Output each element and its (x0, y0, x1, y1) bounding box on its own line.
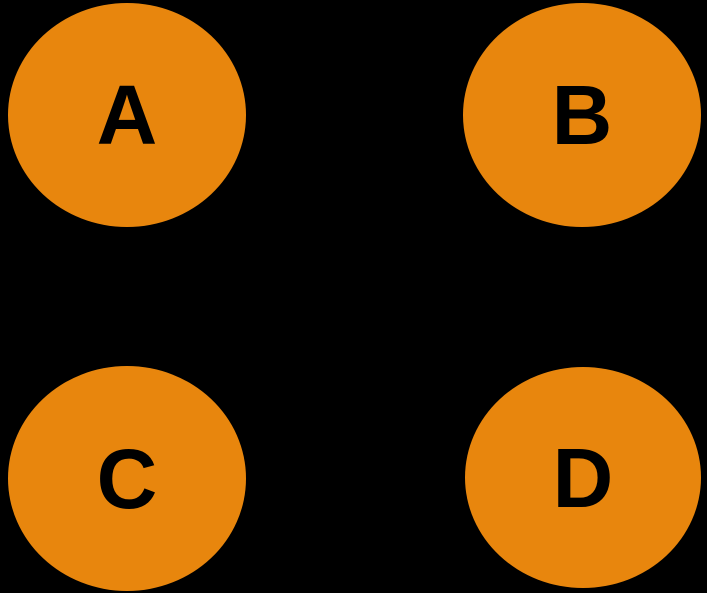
node-c[interactable]: C (8, 366, 246, 591)
node-d[interactable]: D (465, 367, 701, 588)
node-c-label: C (96, 431, 158, 526)
node-a-label: A (96, 68, 158, 162)
node-d-label: D (552, 430, 614, 525)
node-b[interactable]: B (463, 3, 701, 227)
node-a[interactable]: A (8, 3, 246, 227)
node-b-label: B (551, 68, 613, 162)
